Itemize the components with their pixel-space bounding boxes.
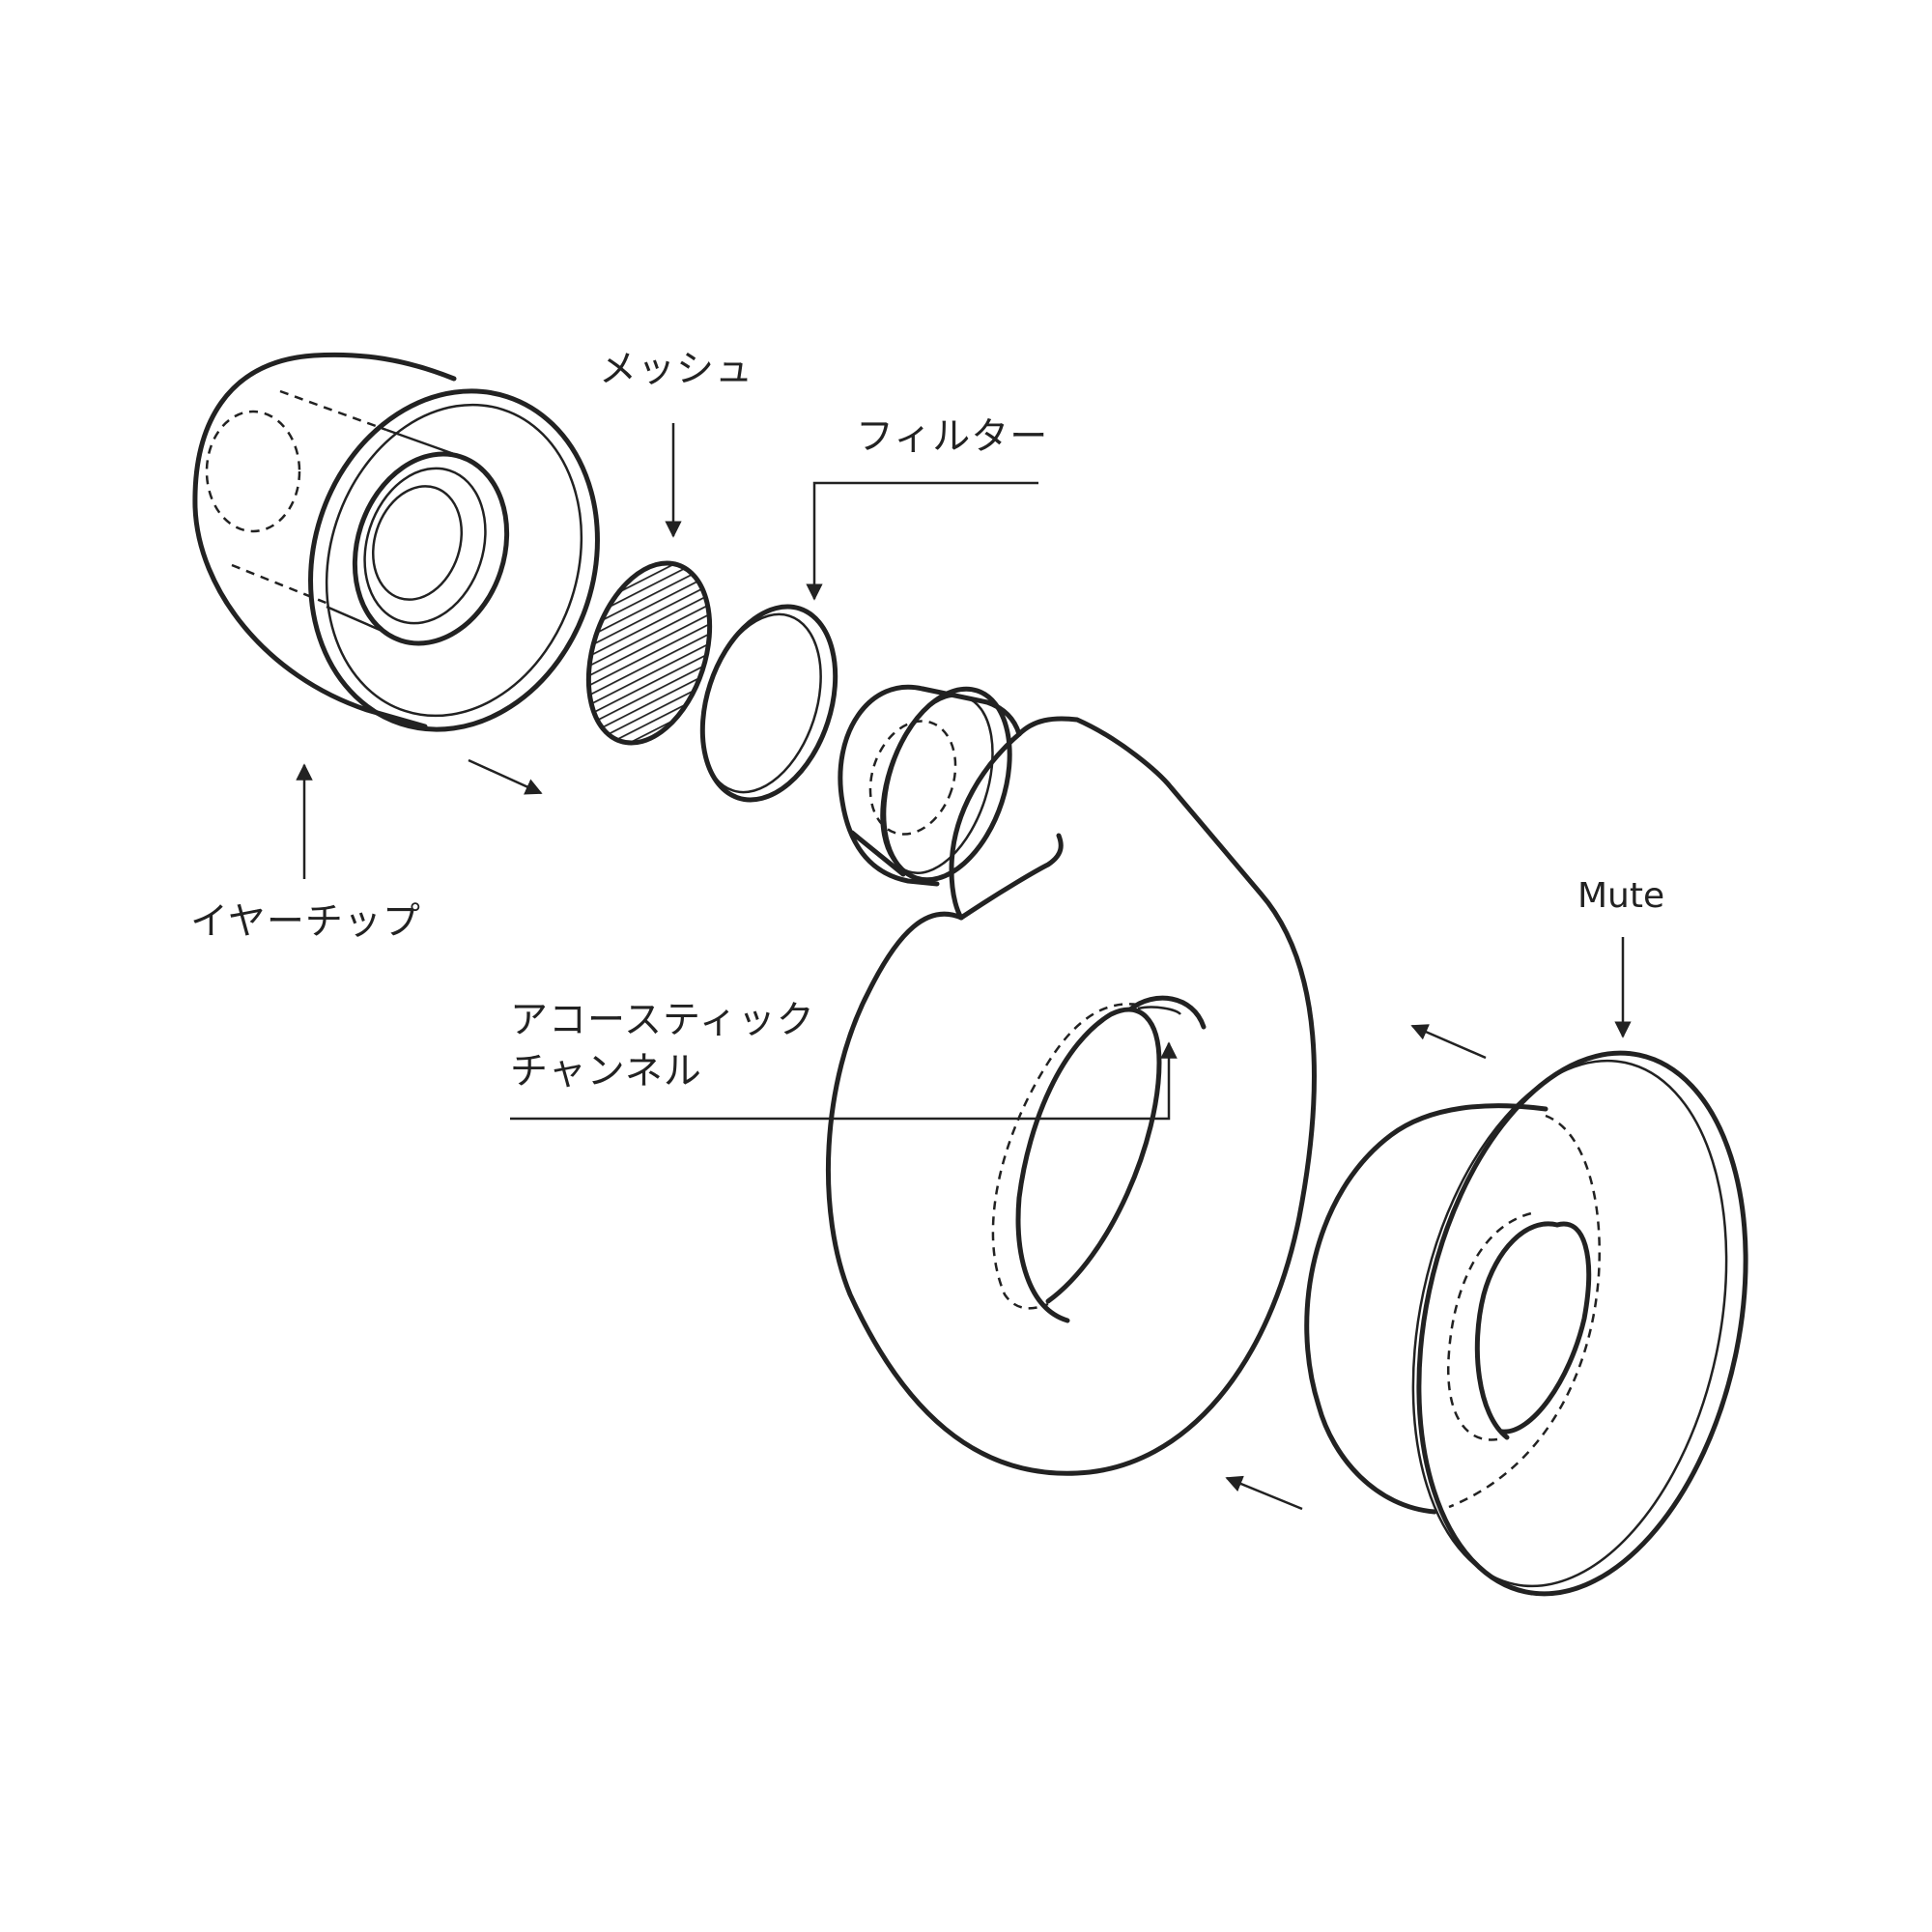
leader-lines [296,423,1632,1511]
eartip-part [192,352,600,732]
assembly-arrow-mute-upper [1410,1024,1487,1060]
assembly-arrow-eartip [468,758,543,795]
mute-label: Mute [1577,876,1665,916]
filter-part [699,604,838,803]
mesh-part [585,560,713,746]
acoustic-channel-body [825,684,1317,1476]
acoustic-channel-label-line2: チャンネル [510,1050,702,1094]
mute-part [1304,1050,1748,1597]
assembly-arrow-mute-lower [1225,1475,1303,1511]
mesh-label: メッシュ [599,348,754,391]
filter-arrow [806,481,1038,601]
eartip-label: イヤーチップ [190,900,421,944]
acoustic-channel-label-line1: アコースティック [510,999,815,1042]
acoustic-channel-arrow [510,1041,1178,1121]
filter-label: フィルター [856,415,1049,459]
